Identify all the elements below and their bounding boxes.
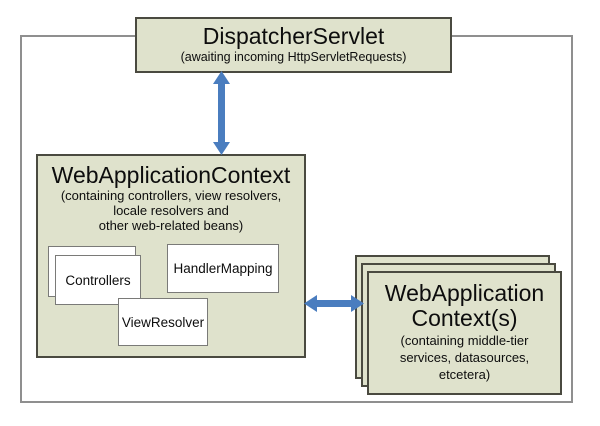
root-context-box: WebApplication Context(s) (containing mi…: [367, 271, 562, 395]
dispatcher-servlet-subtitle: (awaiting incoming HttpServletRequests): [180, 50, 407, 64]
view-resolver-box: ViewResolver: [118, 298, 208, 346]
root-context-subtitle-line2: services, datasources,: [399, 350, 530, 365]
context-to-root-contexts-arrow-icon: [304, 295, 364, 312]
web-application-context-title: WebApplicationContext: [51, 162, 291, 188]
web-application-context-subtitle-line1: (containing controllers, view resolvers,: [60, 188, 282, 203]
controllers-box: Controllers: [55, 255, 141, 305]
handler-mapping-label: HandlerMapping: [173, 261, 273, 276]
root-context-subtitle-line3: etcetera): [438, 367, 491, 382]
handler-mapping-box: HandlerMapping: [167, 244, 279, 293]
root-context-subtitle-line1: (containing middle-tier: [400, 333, 529, 348]
controllers-label: Controllers: [65, 272, 131, 288]
dispatcher-context-arrow-icon: [213, 71, 230, 155]
web-application-context-subtitle-line2: locale resolvers and: [113, 203, 229, 218]
view-resolver-label: ViewResolver: [121, 314, 205, 330]
root-context-title-line2: Context(s): [411, 305, 518, 331]
dispatcher-servlet-title: DispatcherServlet: [202, 23, 385, 49]
web-application-context-subtitle-line3: other web-related beans): [98, 218, 244, 233]
dispatcher-servlet-box: DispatcherServlet (awaiting incoming Htt…: [135, 17, 452, 73]
root-context-title-line1: WebApplication: [384, 280, 545, 306]
